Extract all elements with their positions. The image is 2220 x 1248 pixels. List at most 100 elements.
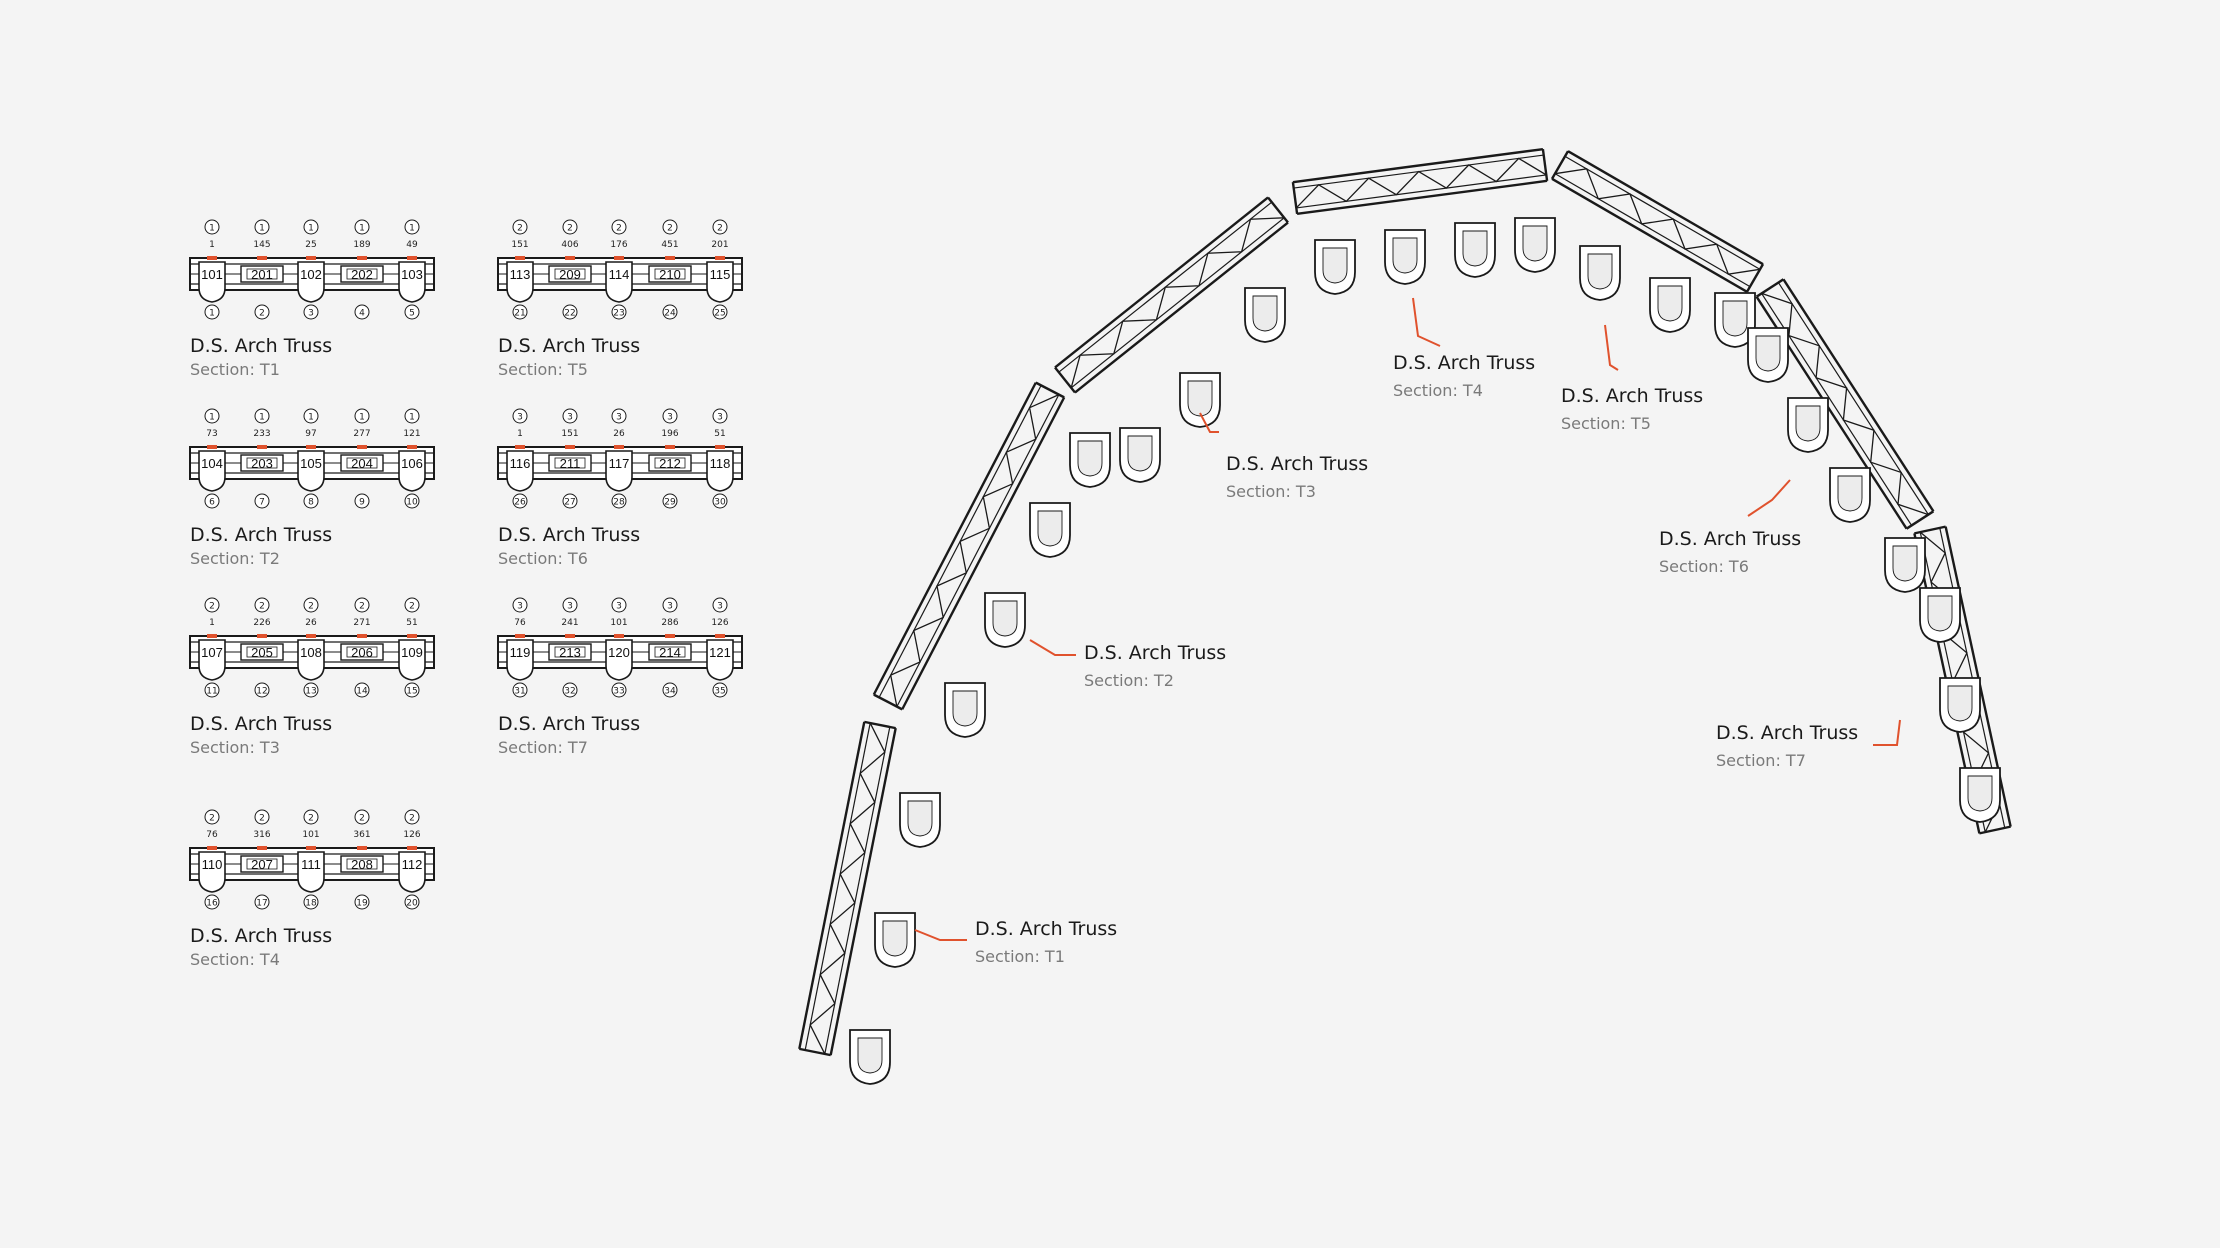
callout-leader-line (914, 929, 967, 941)
truss-chord (1292, 147, 1544, 184)
accent-marker (665, 256, 675, 260)
unit-circle (662, 493, 678, 509)
section-subtitle: Section: T3 (190, 738, 280, 757)
fixture-id: 109 (401, 645, 423, 660)
unit-circle-label: 27 (564, 498, 575, 508)
unit-circle-label: 33 (613, 687, 624, 697)
accent-marker (665, 445, 675, 449)
unit-circle (254, 304, 270, 320)
callout-title: D.S. Arch Truss (1226, 453, 1368, 475)
unit-circle-label: 16 (206, 899, 218, 909)
truss-chord (1567, 150, 1764, 266)
channel-circle (404, 219, 420, 235)
channel-circle-label: 1 (209, 413, 215, 423)
channel-circle-label: 2 (209, 814, 215, 824)
dmx-address: 26 (305, 618, 317, 628)
unit-circle (254, 894, 270, 910)
bar-fixture-inner (246, 457, 278, 469)
unit-circle-label: 28 (613, 498, 625, 508)
unit-circle (354, 894, 370, 910)
unit-circle (404, 894, 420, 910)
hanging-fixture (1919, 587, 1961, 643)
truss-end-plate (1291, 181, 1299, 215)
hanging-fixture (1939, 677, 1981, 733)
channel-circle (562, 597, 578, 613)
channel-circle-label: 1 (308, 413, 314, 423)
truss-chord (1074, 221, 1289, 394)
dmx-address: 316 (253, 830, 270, 840)
fixture-id: 207 (251, 857, 273, 872)
bar-fixture-outline (340, 643, 384, 661)
fixture-id: 114 (609, 267, 630, 282)
accent-marker (715, 445, 725, 449)
hanging-fixture (1649, 277, 1691, 333)
bar-fixture-outline (548, 454, 592, 472)
unit-circle (562, 304, 578, 320)
accent-marker (665, 634, 675, 638)
hanging-fixture (1959, 767, 2001, 823)
unit-circle (611, 493, 627, 509)
callout-title: D.S. Arch Truss (1716, 722, 1858, 744)
accent-marker (407, 445, 417, 449)
section-title: D.S. Arch Truss (190, 925, 332, 947)
bar-fixture-inner (554, 646, 586, 658)
fixture-id: 204 (351, 456, 373, 471)
fixture-id: 104 (201, 456, 223, 471)
callout-title: D.S. Arch Truss (975, 918, 1117, 940)
dmx-address: 126 (403, 830, 420, 840)
unit-circle-label: 34 (664, 687, 676, 697)
fixture-head (1462, 230, 1488, 267)
accent-marker (357, 634, 367, 638)
fixture-id: 113 (510, 267, 531, 282)
channel-circle-label: 2 (409, 602, 415, 612)
dmx-address: 145 (253, 240, 270, 250)
hanging-fixture (984, 592, 1026, 648)
truss-chord (1070, 217, 1285, 389)
dmx-address: 277 (353, 429, 370, 439)
channel-circle-label: 3 (517, 413, 523, 423)
bar-fixture-outline (648, 454, 692, 472)
channel-circle (303, 597, 319, 613)
unit-circle (303, 493, 319, 509)
fixture-id: 117 (609, 456, 630, 471)
fixture-head (992, 600, 1018, 637)
hanging-fixture (1119, 427, 1161, 483)
fixture-id: 119 (510, 645, 531, 660)
fixture-id: 203 (251, 456, 273, 471)
truss-end-plate (1541, 148, 1549, 182)
channel-circle-label: 3 (717, 413, 723, 423)
dmx-address: 76 (514, 618, 526, 628)
fixture-id: 212 (659, 456, 681, 471)
callout-leader-line (1199, 412, 1219, 433)
fixture-id: 214 (659, 645, 681, 660)
unit-circle-label: 6 (209, 498, 215, 508)
channel-circle (254, 408, 270, 424)
accent-marker (407, 256, 417, 260)
accent-marker (515, 634, 525, 638)
accent-marker (407, 634, 417, 638)
section-block: 2151113212406209222176114232451210242201… (497, 219, 743, 379)
unit-circle-label: 9 (359, 498, 365, 508)
channel-circle (303, 408, 319, 424)
bar-fixture-inner (346, 858, 378, 870)
mover-fixture-outline (297, 639, 325, 681)
truss-end-plate (1914, 525, 1946, 535)
bar-fixture-inner (554, 457, 586, 469)
truss-segment (1550, 150, 1765, 293)
accent-marker (357, 256, 367, 260)
bar-fixture-outline (240, 643, 284, 661)
hanging-fixture (1244, 287, 1286, 343)
callout-title: D.S. Arch Truss (1393, 352, 1535, 374)
channel-circle-label: 1 (259, 224, 265, 234)
channel-circle (354, 809, 370, 825)
channel-circle (404, 408, 420, 424)
accent-marker (207, 634, 217, 638)
mover-fixture-outline (297, 851, 325, 893)
truss-end-plate (1035, 381, 1065, 399)
unit-circle-label: 21 (514, 309, 525, 319)
section-title: D.S. Arch Truss (190, 335, 332, 357)
truss-chord (824, 726, 891, 1055)
unit-circle (254, 682, 270, 698)
unit-circle-label: 18 (305, 899, 317, 909)
